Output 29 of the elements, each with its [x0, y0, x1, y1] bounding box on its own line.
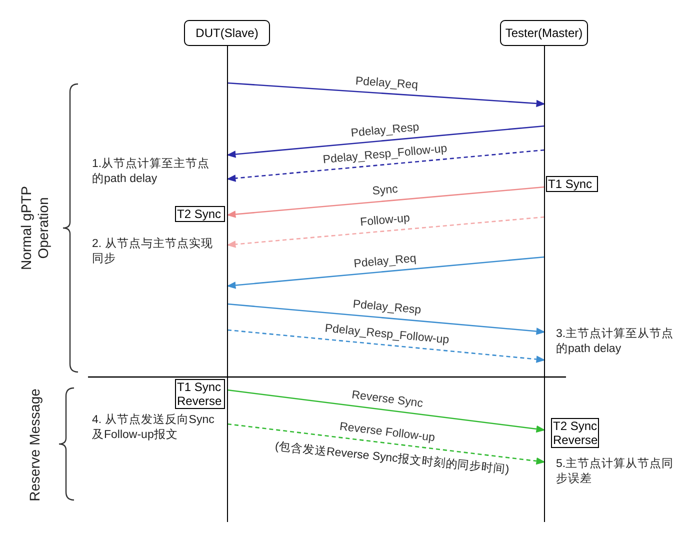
group-label: Normal gPTP Operation — [18, 184, 52, 272]
lifeline — [544, 46, 545, 522]
message-arrow — [227, 82, 546, 108]
message-arrow — [226, 216, 545, 248]
message-arrow — [227, 423, 546, 465]
participant-box: DUT(Slave) — [184, 20, 270, 46]
message-label: Sync — [370, 183, 400, 199]
note: 4. 从节点发送反向Sync及Follow-up报文 — [92, 413, 216, 443]
message-arrow — [226, 125, 545, 158]
message-label: Pdelay_Resp — [351, 298, 423, 318]
participant-box: Tester(Master) — [500, 20, 588, 46]
timestamp-box: T2 Sync Reverse — [551, 418, 599, 448]
group-label: Reserve Message — [26, 388, 44, 504]
timestamp-box: T1 Sync — [546, 176, 598, 192]
lifeline — [227, 46, 228, 522]
message-arrow — [227, 329, 546, 363]
message-arrow — [227, 389, 546, 433]
message-label: Pdelay_Req — [354, 74, 420, 92]
message-arrow — [226, 186, 545, 218]
message-arrow — [227, 303, 546, 335]
timestamp-box: T2 Sync — [175, 206, 225, 222]
note: 5.主节点计算从节点同步误差 — [556, 457, 675, 487]
message-label: Reverse Follow-up — [338, 420, 437, 446]
message-arrow — [226, 149, 545, 182]
timestamp-box: T1 Sync Reverse — [175, 379, 225, 409]
note: 3.主节点计算至从节点的path delay — [556, 327, 675, 357]
note: 1.从节点计算至主节点的path delay — [92, 157, 211, 187]
message-arrow — [226, 256, 545, 289]
note: 2. 从节点与主节点实现同步 — [92, 237, 214, 267]
